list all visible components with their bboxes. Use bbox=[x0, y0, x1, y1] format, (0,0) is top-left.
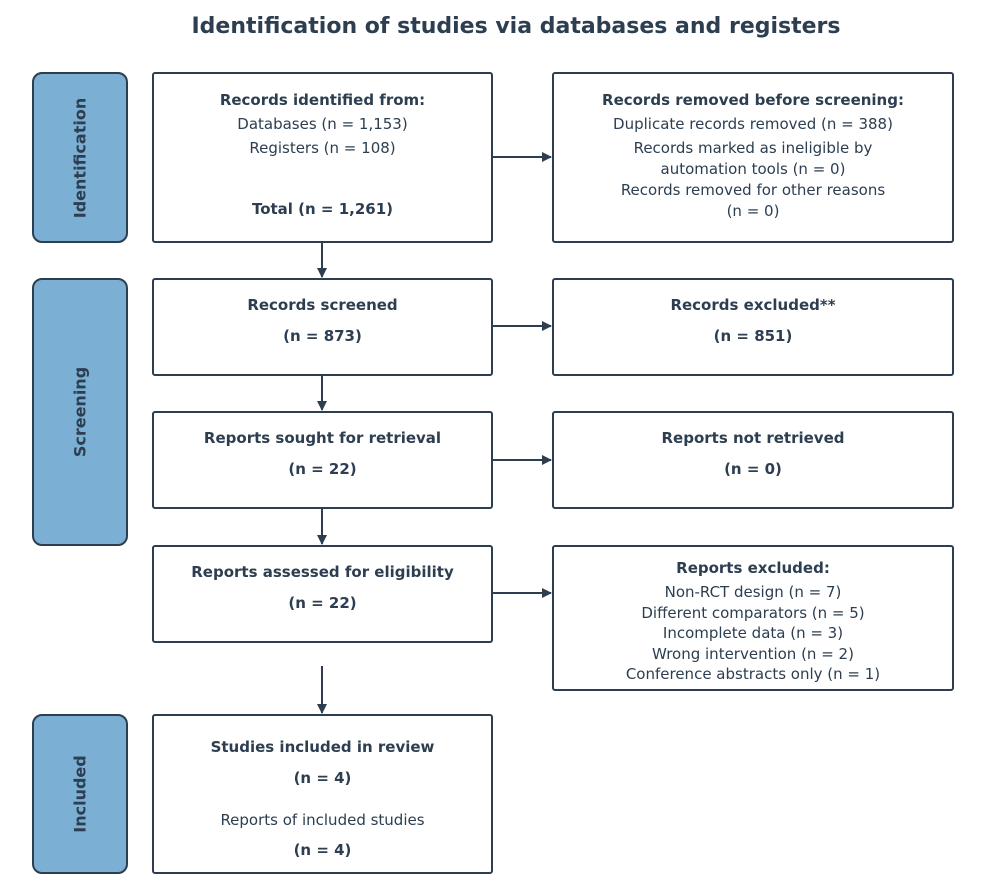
other-reasons-line1: Records removed for other reasons bbox=[620, 181, 886, 199]
other-reasons-line2: (n = 0) bbox=[726, 202, 780, 220]
ineligible-line2: automation tools (n = 0) bbox=[660, 160, 846, 178]
diagram-title: Identification of studies via databases … bbox=[191, 14, 841, 39]
records-registers: Registers (n = 108) bbox=[249, 139, 396, 157]
stage-identification: Identification bbox=[32, 72, 128, 243]
studies-included-heading: Studies included in review bbox=[210, 738, 435, 756]
records-removed-heading: Records removed before screening: bbox=[602, 91, 904, 109]
records-databases: Databases (n = 1,153) bbox=[237, 115, 408, 133]
exclusion-reason: Incomplete data (n = 3) bbox=[662, 624, 844, 642]
included-reports-label: Reports of included studies bbox=[220, 811, 425, 829]
records-removed-box: Records removed before screening: Duplic… bbox=[552, 72, 954, 243]
records-total: Total (n = 1,261) bbox=[251, 200, 394, 218]
records-screened-box: Records screened (n = 873) bbox=[152, 278, 493, 376]
exclusion-reason: Non-RCT design (n = 7) bbox=[664, 583, 842, 601]
reports-not-retrieved-box: Reports not retrieved (n = 0) bbox=[552, 411, 954, 509]
reports-sought-count: (n = 22) bbox=[288, 460, 357, 478]
records-screened-count: (n = 873) bbox=[283, 327, 362, 345]
records-excluded-box: Records excluded** (n = 851) bbox=[552, 278, 954, 376]
stage-included: Included bbox=[32, 714, 128, 874]
exclusion-reason: Different comparators (n = 5) bbox=[641, 604, 865, 622]
studies-included-box: Studies included in review (n = 4) Repor… bbox=[152, 714, 493, 874]
records-excluded-heading: Records excluded** bbox=[670, 296, 836, 314]
reports-not-retrieved-heading: Reports not retrieved bbox=[661, 429, 845, 447]
duplicates-removed: Duplicate records removed (n = 388) bbox=[613, 115, 893, 133]
reports-excluded-box: Reports excluded: Non-RCT design (n = 7)… bbox=[552, 545, 954, 691]
reports-assessed-box: Reports assessed for eligibility (n = 22… bbox=[152, 545, 493, 643]
records-excluded-count: (n = 851) bbox=[713, 327, 793, 345]
reports-assessed-count: (n = 22) bbox=[288, 594, 357, 612]
exclusion-reason: Conference abstracts only (n = 1) bbox=[625, 665, 881, 683]
reports-not-retrieved-count: (n = 0) bbox=[724, 460, 782, 478]
stage-screening: Screening bbox=[32, 278, 128, 546]
exclusion-reason: Wrong intervention (n = 2) bbox=[652, 645, 854, 663]
ineligible-line1: Records marked as ineligible by bbox=[633, 139, 873, 157]
records-identified-heading: Records identified from: bbox=[219, 91, 426, 109]
reports-sought-heading: Reports sought for retrieval bbox=[203, 429, 442, 447]
reports-sought-box: Reports sought for retrieval (n = 22) bbox=[152, 411, 493, 509]
reports-excluded-heading: Reports excluded: bbox=[676, 559, 830, 577]
records-screened-heading: Records screened bbox=[247, 296, 398, 314]
included-reports-count: (n = 4) bbox=[293, 841, 352, 859]
reports-assessed-heading: Reports assessed for eligibility bbox=[191, 563, 454, 581]
studies-included-count: (n = 4) bbox=[293, 769, 352, 787]
records-identified-box: Records identified from: Databases (n = … bbox=[152, 72, 493, 243]
